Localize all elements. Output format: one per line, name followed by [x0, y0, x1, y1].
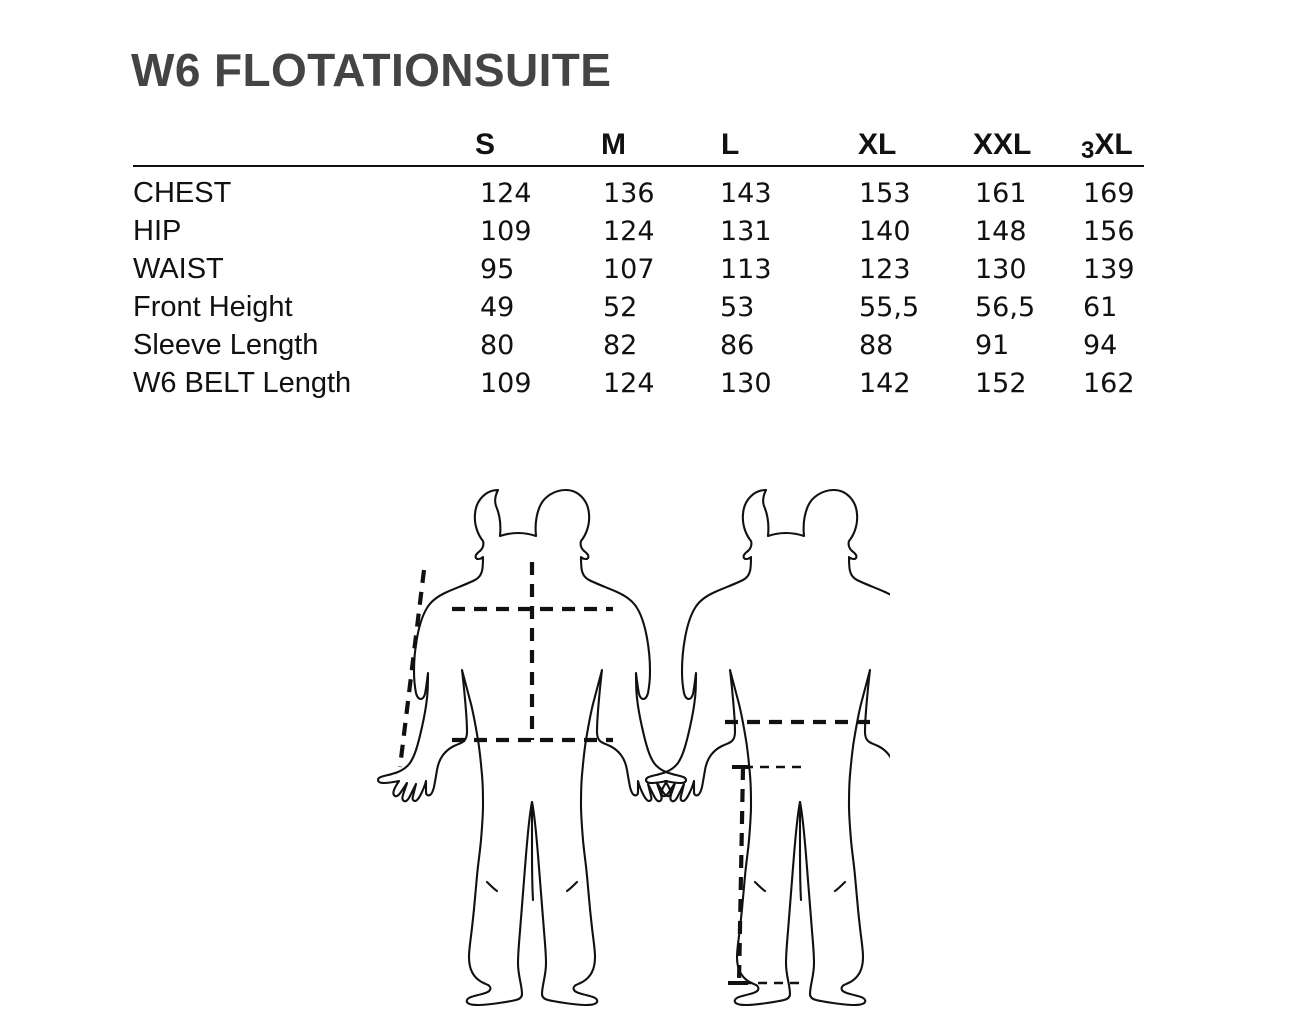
row-label-waist: WAIST — [133, 253, 224, 285]
back-body-figure — [644, 488, 890, 1007]
cell-sleeve-s: 80 — [480, 330, 515, 361]
body-figures-illustration — [370, 452, 890, 1032]
cell-sleeve-3xl: 94 — [1083, 330, 1118, 361]
column-header-3xl: 3XL — [1081, 128, 1133, 164]
row-label-belt-length: W6 BELT Length — [133, 367, 352, 399]
cell-belt-3xl: 162 — [1083, 368, 1135, 399]
cell-front-height-3xl: 61 — [1083, 292, 1118, 323]
column-header-3xl-prefix: 3 — [1081, 137, 1095, 164]
cell-chest-xl: 153 — [859, 178, 911, 209]
cell-belt-m: 124 — [603, 368, 655, 399]
sleeve-length-measurement-line — [397, 569, 427, 768]
cell-chest-s: 124 — [480, 178, 532, 209]
column-header-l: L — [721, 128, 740, 161]
column-header-xl: XL — [858, 128, 897, 161]
row-label-hip: HIP — [133, 215, 182, 247]
column-header-xxl: XXL — [973, 128, 1032, 161]
cell-waist-xxl: 130 — [975, 254, 1027, 285]
cell-hip-xxl: 148 — [975, 216, 1027, 247]
cell-waist-s: 95 — [480, 254, 515, 285]
cell-sleeve-xl: 88 — [859, 330, 894, 361]
cell-front-height-xxl: 56,5 — [975, 292, 1036, 323]
cell-chest-m: 136 — [603, 178, 655, 209]
cell-front-height-xl: 55,5 — [859, 292, 920, 323]
cell-front-height-l: 53 — [720, 292, 755, 323]
row-label-chest: CHEST — [133, 177, 232, 209]
cell-sleeve-l: 86 — [720, 330, 755, 361]
front-body-figure — [376, 488, 688, 1007]
cell-waist-m: 107 — [603, 254, 655, 285]
cell-hip-xl: 140 — [859, 216, 911, 247]
row-label-front-height: Front Height — [133, 291, 293, 323]
cell-belt-xl: 142 — [859, 368, 911, 399]
cell-hip-s: 109 — [480, 216, 532, 247]
column-header-m: M — [601, 128, 626, 161]
page-title: W6 FLOTATIONSUITE — [131, 44, 612, 96]
row-label-sleeve-length: Sleeve Length — [133, 329, 319, 361]
cell-belt-s: 109 — [480, 368, 532, 399]
cell-belt-l: 130 — [720, 368, 772, 399]
cell-front-height-m: 52 — [603, 292, 638, 323]
cell-waist-l: 113 — [720, 254, 772, 285]
header-divider — [133, 165, 1144, 167]
cell-chest-xxl: 161 — [975, 178, 1027, 209]
size-table: S M L XL XXL 3XL CHEST 124 136 143 153 1… — [133, 128, 1145, 408]
cell-chest-l: 143 — [720, 178, 772, 209]
cell-front-height-s: 49 — [480, 292, 515, 323]
cell-waist-xl: 123 — [859, 254, 911, 285]
cell-sleeve-m: 82 — [603, 330, 638, 361]
cell-chest-3xl: 169 — [1083, 178, 1135, 209]
inseam-measurement-line — [736, 766, 746, 983]
cell-hip-l: 131 — [720, 216, 772, 247]
column-header-3xl-suffix: XL — [1094, 128, 1133, 161]
cell-hip-m: 124 — [603, 216, 655, 247]
cell-hip-3xl: 156 — [1083, 216, 1135, 247]
cell-waist-3xl: 139 — [1083, 254, 1135, 285]
cell-sleeve-xxl: 91 — [975, 330, 1010, 361]
cell-belt-xxl: 152 — [975, 368, 1027, 399]
column-header-s: S — [475, 128, 496, 161]
